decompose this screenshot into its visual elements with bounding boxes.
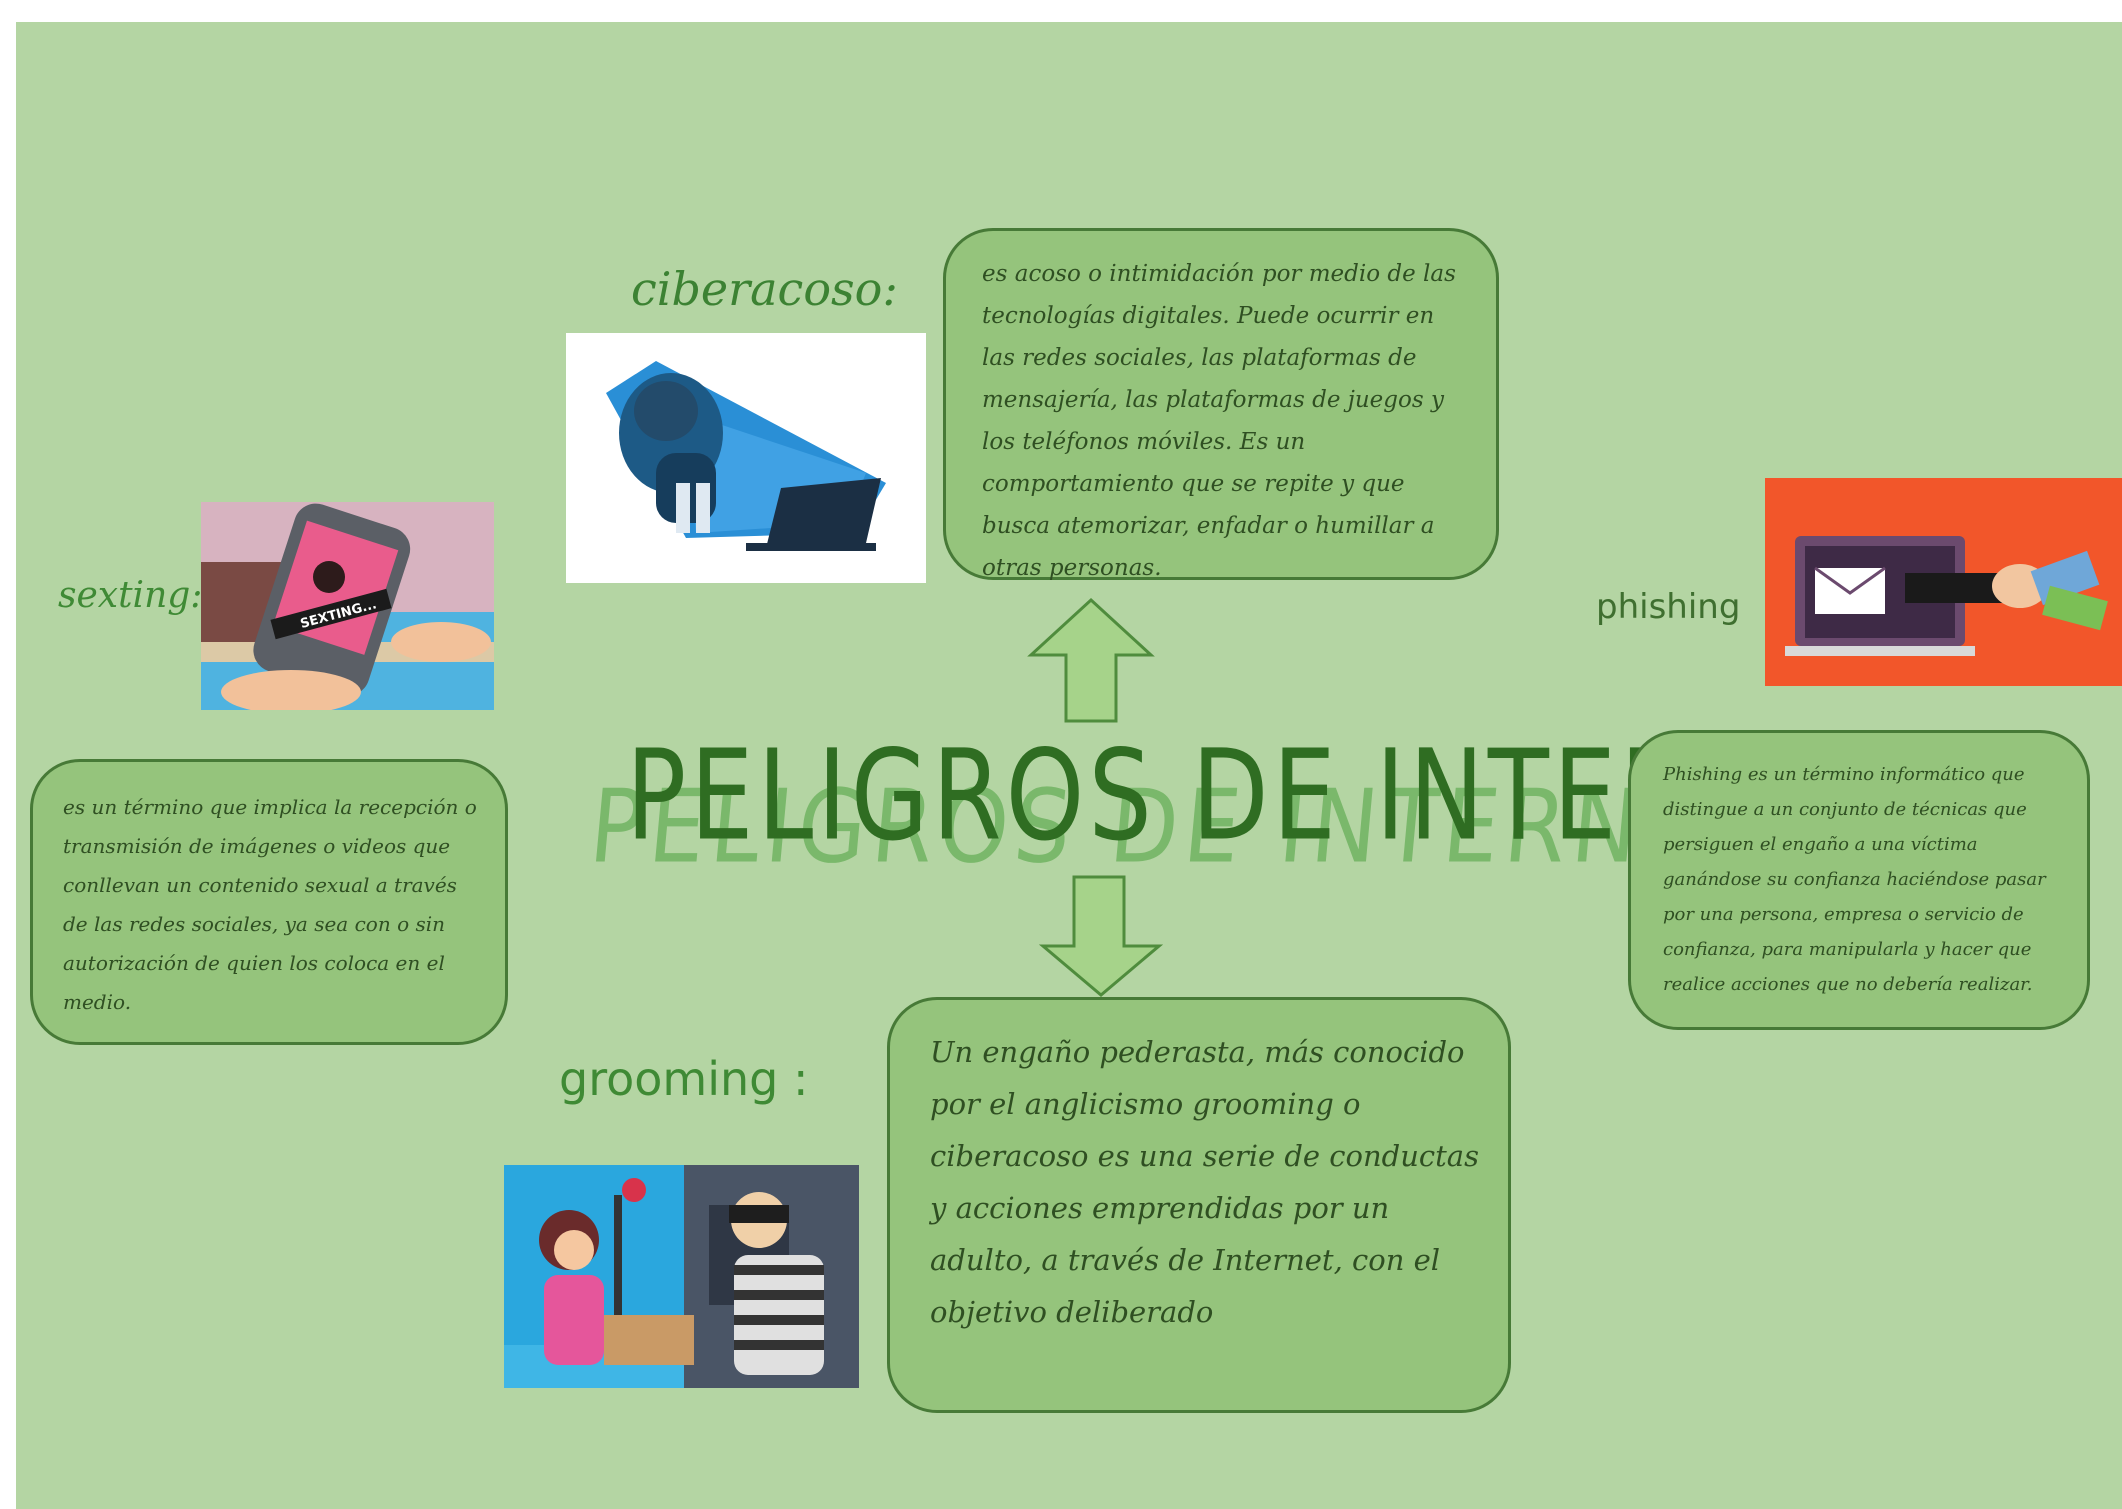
phishing-illustration-icon (1765, 478, 2122, 686)
topic-label-grooming: grooming : (559, 1052, 809, 1106)
ciberacoso-description-box: es acoso o intimidación por medio de las… (943, 228, 1499, 581)
grooming-description-box: Un engaño pederasta, más conocido por el… (887, 997, 1511, 1413)
grooming-illustration-icon (504, 1165, 859, 1388)
topic-label-ciberacoso: ciberacoso: (631, 262, 898, 316)
phishing-description: Phishing es un término informático que d… (1663, 764, 2046, 995)
grooming-image (504, 1165, 859, 1388)
sexting-image: SEXTING... (201, 502, 494, 710)
ciberacoso-description: es acoso o intimidación por medio de las… (982, 261, 1456, 581)
topic-label-sexting: sexting: (58, 575, 203, 616)
grooming-description: Un engaño pederasta, más conocido por el… (930, 1035, 1479, 1329)
ciberacoso-image (566, 333, 926, 583)
arrow-up-icon (1027, 597, 1155, 723)
phishing-description-box: Phishing es un término informático que d… (1628, 730, 2090, 1030)
sexting-description-box: es un término que implica la recepción o… (30, 759, 508, 1045)
cyberbullying-illustration-icon (606, 361, 886, 551)
phone-illustration-icon: SEXTING... (201, 502, 494, 710)
canvas: PELIGROS DE INTERNET PELIGROS DE INTERNE… (16, 22, 2122, 1509)
phishing-image (1765, 478, 2122, 686)
sexting-description: es un término que implica la recepción o… (63, 795, 477, 1014)
topic-label-phishing: phishing (1596, 587, 1741, 627)
arrow-down-icon (1039, 875, 1163, 997)
